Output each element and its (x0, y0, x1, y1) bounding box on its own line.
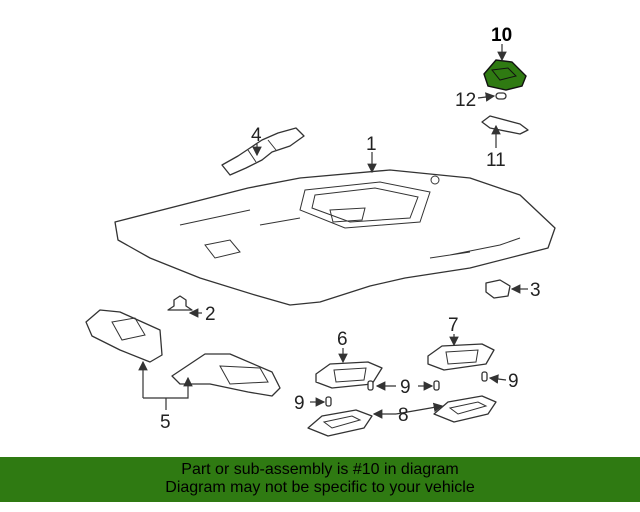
notice-banner: Part or sub-assembly is #10 in diagram D… (0, 457, 640, 502)
callout-4: 4 (251, 125, 262, 146)
callout-9: 9 (508, 371, 519, 392)
bracket-part[interactable] (485, 279, 511, 299)
callout-8: 8 (398, 405, 409, 426)
clip-part[interactable] (167, 295, 193, 311)
notice-line-2: Diagram may not be specific to your vehi… (165, 479, 475, 496)
right-sunvisor-part[interactable] (171, 353, 281, 397)
callout-5: 5 (160, 412, 171, 433)
bulb-12-part[interactable] (495, 92, 507, 100)
callout-12: 12 (455, 90, 476, 111)
lens-8-right-part[interactable] (433, 395, 497, 423)
screws-part[interactable] (325, 371, 488, 407)
headliner-part[interactable] (114, 169, 556, 306)
dome-lamp-10-part[interactable] (483, 59, 527, 91)
callout-7: 7 (448, 315, 459, 336)
callout-6: 6 (337, 329, 348, 350)
left-sunvisor-part[interactable] (85, 309, 163, 363)
grab-handle-part[interactable] (221, 127, 305, 176)
lamp-6-part[interactable] (315, 361, 383, 389)
callout-3: 3 (530, 280, 541, 301)
callout-9: 9 (294, 393, 305, 414)
callout-9: 9 (400, 377, 411, 398)
callout-11: 11 (486, 150, 506, 171)
callout-1: 1 (366, 134, 377, 155)
lamp-7-part[interactable] (427, 343, 495, 371)
dome-lens-11-part[interactable] (481, 115, 529, 135)
parts-diagram: 1 2 3 4 5 6 7 8 9 9 9 10 11 12 (85, 25, 556, 437)
callout-10: 10 (491, 25, 512, 46)
callout-2: 2 (205, 304, 216, 325)
lens-8-left-part[interactable] (307, 409, 373, 437)
notice-line-1: Part or sub-assembly is #10 in diagram (181, 461, 459, 478)
